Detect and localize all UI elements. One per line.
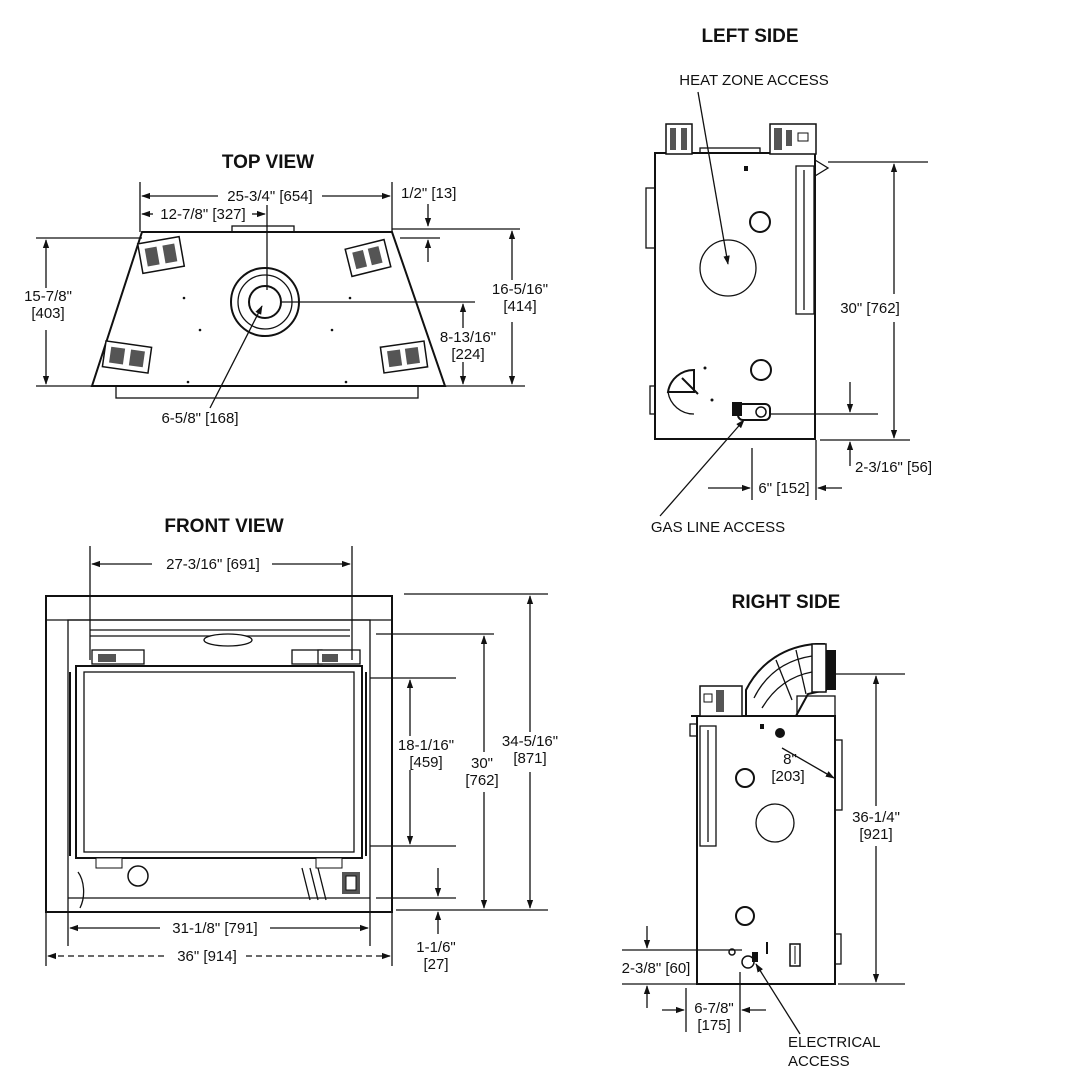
top-view: TOP VIEW (24, 152, 548, 427)
front-glass-h-b: [459] (409, 754, 442, 771)
front-inner-width: 31-1/8" [791] (172, 920, 257, 937)
left-flange-upper (645, 187, 656, 249)
top-width-half: 12-7/8" [327] (160, 206, 245, 223)
right-hole-upper (735, 768, 755, 788)
top-rivets (182, 296, 352, 384)
heat-zone-label: HEAT ZONE ACCESS (679, 72, 828, 89)
left-fan-arc2 (667, 391, 695, 415)
left-hole-lower (750, 359, 772, 381)
front-lower-controls (77, 857, 360, 909)
right-electrical-box (728, 942, 801, 969)
left-dot (703, 366, 707, 370)
right-hole-lower (735, 906, 755, 926)
right-height-b: [921] (859, 826, 892, 843)
front-view: FRONT VIEW (45, 516, 558, 973)
top-depth-left-b: [403] (31, 305, 64, 322)
right-flue-fitting (775, 728, 785, 738)
top-width-total: 25-3/4" [654] (227, 188, 312, 205)
right-flue-elbow (745, 643, 836, 717)
right-top-box (796, 695, 836, 717)
front-opening-width: 27-3/16" [691] (166, 556, 260, 573)
left-gas-height: 2-3/16" [56] (855, 459, 932, 476)
top-bracket-front-left (101, 340, 153, 374)
front-total-h-b: [871] (513, 750, 546, 767)
right-elec-off-b: [175] (697, 1017, 730, 1034)
top-flue-inner (248, 285, 282, 319)
left-fan-arc (666, 368, 695, 393)
top-flue-center-b: [224] (451, 346, 484, 363)
top-rear-collar (231, 225, 295, 233)
top-bracket-front-right (379, 340, 429, 374)
electrical-label-b: ACCESS (788, 1053, 850, 1070)
right-flange-lower (834, 933, 842, 965)
front-base-b: [27] (423, 956, 448, 973)
front-glass-frame (75, 665, 363, 859)
front-unit-h-a: 30" (471, 755, 493, 772)
top-front-lip (115, 385, 419, 399)
right-big-hole (755, 803, 795, 843)
gas-line-label: GAS LINE ACCESS (651, 519, 785, 536)
front-top-vents (91, 633, 361, 665)
front-unit-h-b: [762] (465, 772, 498, 789)
right-flue-leader (781, 747, 835, 779)
front-inner-frame (67, 619, 371, 913)
top-bracket-rear-right (344, 238, 392, 278)
front-glass (83, 671, 355, 853)
right-left-channel (699, 725, 717, 847)
right-elec-height: 2-3/8" [60] (622, 960, 691, 977)
right-height-a: 36-1/4" (852, 809, 900, 826)
left-gas-offset: 6" [152] (758, 480, 809, 497)
heat-zone-leader (697, 91, 730, 265)
front-view-title: FRONT VIEW (164, 516, 283, 537)
top-view-title: TOP VIEW (222, 152, 314, 173)
top-depth-right-a: 16-5/16" (492, 281, 548, 298)
left-side-title: LEFT SIDE (701, 26, 798, 47)
top-bracket-rear-left (136, 235, 186, 275)
electrical-label-a: ELECTRICAL (788, 1034, 881, 1051)
left-hole-upper (749, 211, 771, 233)
right-side-title: RIGHT SIDE (732, 592, 841, 613)
right-flue-a: 8" (783, 751, 797, 768)
left-top-strip (699, 147, 761, 154)
gas-line-leader (659, 419, 745, 517)
front-total-h-a: 34-5/16" (502, 733, 558, 750)
front-outer-width: 36" [914] (177, 948, 237, 965)
left-top-collar-left (665, 123, 693, 155)
front-glass-h-a: 18-1/16" (398, 737, 454, 754)
left-top-collar-right (769, 123, 817, 155)
right-tab-top (689, 723, 698, 737)
left-side-view: LEFT SIDE HEAT ZONE ACCESS (645, 26, 932, 536)
right-flange-upper (834, 739, 843, 811)
top-offset-label: 1/2" [13] (401, 185, 456, 202)
top-depth-left-a: 15-7/8" (24, 288, 72, 305)
left-dot2 (710, 398, 714, 402)
left-flange-lower (649, 385, 656, 415)
left-right-channel (795, 165, 815, 315)
left-fan-blade (681, 377, 699, 395)
top-flue-center-a: 8-13/16" (440, 329, 496, 346)
right-top-collar (691, 685, 743, 717)
top-flue-dia: 6-5/8" [168] (161, 410, 238, 427)
right-elec-off-a: 6-7/8" (694, 1000, 734, 1017)
left-marker (744, 166, 748, 171)
gas-valve (732, 402, 771, 421)
electrical-leader (755, 963, 801, 1035)
right-side-view: RIGHT SIDE (622, 592, 905, 1070)
top-depth-right-b: [414] (503, 298, 536, 315)
front-base-a: 1-1/6" (416, 939, 456, 956)
top-flue-leader (209, 305, 263, 409)
left-side-tab (814, 159, 830, 177)
right-marker (760, 724, 764, 729)
heat-zone-circle (699, 239, 757, 297)
left-body (654, 152, 816, 440)
left-height-label: 30" [762] (840, 300, 900, 317)
right-flue-b: [203] (771, 768, 804, 785)
